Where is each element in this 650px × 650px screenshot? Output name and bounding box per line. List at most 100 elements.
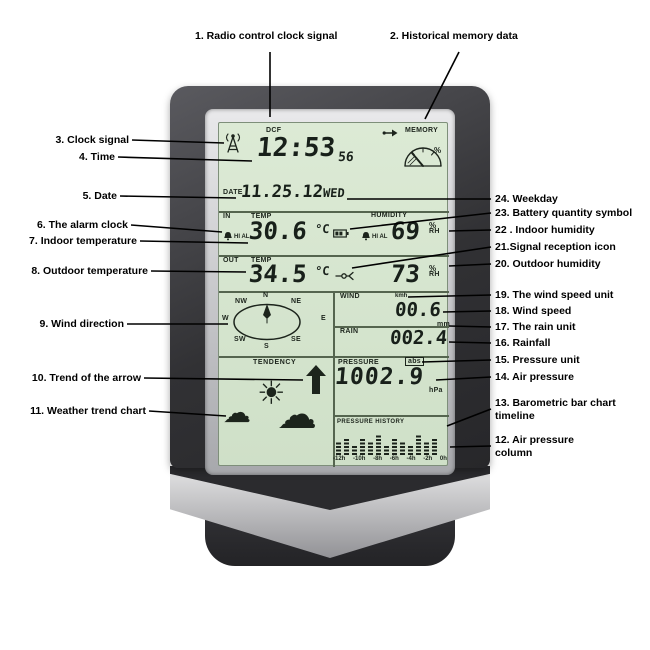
zone-in-label: IN: [223, 213, 231, 220]
callout-outdoor-humidity: 20. Outdoor humidity: [495, 258, 601, 270]
lcd-divider: [219, 211, 449, 213]
timeline-tick: -4h: [406, 456, 416, 462]
pressure-history-label: PRESSURE HISTORY: [337, 419, 405, 425]
sun-icon: ☀: [257, 374, 286, 412]
callout-air-pressure: 14. Air pressure: [495, 371, 574, 383]
pressure-bar: [408, 444, 413, 455]
callout-time: 4. Time: [79, 151, 115, 163]
callout-barometric-timeline: 13. Barometric bar chart timeline: [495, 397, 616, 422]
wind-speed-unit: kmh: [395, 293, 408, 299]
compass-nw: NW: [235, 298, 248, 305]
pressure-bar: [432, 437, 437, 455]
lcd-divider: [333, 291, 335, 356]
dcf-label: DCF: [266, 127, 282, 134]
pressure-bar: [400, 441, 405, 455]
rh-sign: RH: [429, 228, 440, 236]
compass-ne: NE: [291, 298, 302, 305]
callout-radio-control-clock-signal: 1. Radio control clock signal: [195, 30, 338, 42]
alarm-bell-icon: [224, 232, 232, 241]
callout-indoor-humidity: 22 . Indoor humidity: [495, 224, 595, 236]
callout-weekday: 24. Weekday: [495, 193, 558, 205]
callout-outdoor-temperature: 8. Outdoor temperature: [31, 265, 148, 277]
pressure-timeline: -12h -10h -8h -6h -4h -2h 0h: [333, 456, 447, 462]
seconds-value: 56: [337, 150, 355, 165]
air-pressure-value: 1002.9: [333, 364, 426, 390]
pressure-unit: hPa: [429, 387, 443, 394]
callout-rainfall: 16. Rainfall: [495, 337, 551, 349]
pressure-bar: [368, 441, 373, 455]
compass-sw: SW: [234, 336, 246, 343]
callout-trend-arrow: 10. Trend of the arrow: [31, 372, 141, 384]
lcd-divider: [333, 356, 335, 467]
pressure-label: PRESSURE: [338, 359, 379, 366]
gauge-percent-label: %: [434, 146, 442, 155]
trend-arrow-icon: [306, 365, 326, 394]
cloud-large-icon: ☁: [277, 392, 317, 438]
rainfall-value: 002.4: [389, 327, 449, 349]
date-value: 11.25.12: [240, 182, 324, 202]
callout-alarm-clock: 6. The alarm clock: [36, 219, 128, 231]
timeline-tick: -12h: [333, 456, 346, 462]
callout-pressure-unit: 15. Pressure unit: [495, 354, 580, 366]
outdoor-humidity-unit: % RH: [429, 264, 440, 279]
wind-label: WIND: [340, 293, 360, 300]
callout-battery-symbol: 23. Battery quantity symbol: [495, 207, 633, 219]
timeline-tick: -6h: [389, 456, 399, 462]
pressure-bar: [384, 444, 389, 455]
pressure-bar: [336, 441, 341, 455]
timeline-tick: -10h: [353, 456, 366, 462]
memory-label: MEMORY: [405, 127, 439, 134]
compass-e: E: [321, 315, 326, 322]
outdoor-temp-value: 34.5: [247, 260, 309, 288]
rh-sign: RH: [429, 271, 440, 279]
callout-air-pressure-column: 12. Air pressure column: [495, 434, 574, 459]
rain-label: RAIN: [340, 328, 359, 335]
alarm-hi-al-label: HI AL: [234, 234, 250, 240]
cloud-small-icon: ☁: [223, 396, 251, 429]
plug-icon: [382, 129, 398, 137]
outdoor-humidity-value: 73: [389, 260, 422, 288]
weekday-value: WED: [322, 186, 346, 200]
timeline-tick: -2h: [423, 456, 433, 462]
lcd-divider: [333, 326, 449, 328]
indoor-temp-unit: °C: [314, 222, 331, 236]
callout-date: 5. Date: [82, 190, 117, 202]
callout-wind-direction: 9. Wind direction: [39, 318, 125, 330]
timeline-tick: -8h: [373, 456, 383, 462]
lcd-display: DCF 12:53 56 MEMORY % DATE 11.25.12 WED …: [218, 122, 451, 467]
timeline-tick: 0h: [439, 456, 447, 462]
lcd-divider: [333, 415, 449, 417]
radio-tower-icon: [225, 133, 241, 153]
callout-signal-reception-icon: 21.Signal reception icon: [495, 241, 616, 253]
tendency-label: TENDENCY: [253, 359, 297, 366]
pressure-bar: [424, 441, 429, 455]
indoor-temp-value: 30.6: [247, 217, 309, 245]
pressure-bar-chart: [336, 429, 437, 455]
wind-direction-compass: [233, 303, 301, 341]
compass-s: S: [264, 343, 269, 350]
wind-speed-value: 00.6: [394, 299, 442, 321]
callout-wind-speed: 18. Wind speed: [495, 305, 572, 317]
callout-rain-unit: 17. The rain unit: [495, 321, 576, 333]
callout-wind-speed-unit: 19. The wind speed unit: [495, 289, 614, 301]
outdoor-temp-label: TEMP: [251, 257, 272, 264]
compass-n: N: [263, 292, 269, 299]
callout-indoor-temperature: 7. Indoor temperature: [29, 235, 137, 247]
humidity-hi-al-label: HI AL: [372, 234, 388, 240]
zone-out-label: OUT: [223, 257, 239, 264]
date-label: DATE: [223, 189, 243, 196]
pressure-bar: [392, 437, 397, 455]
callout-historical-memory-data: 2. Historical memory data: [390, 30, 518, 42]
compass-w: W: [222, 315, 229, 322]
signal-reception-icon: [335, 271, 354, 281]
pressure-bar: [416, 434, 421, 455]
rain-unit: mm: [437, 321, 451, 328]
compass-se: SE: [291, 336, 301, 343]
time-value: 12:53: [255, 133, 337, 163]
battery-icon: [333, 229, 349, 238]
pressure-bar: [344, 437, 349, 455]
indoor-humidity-unit: % RH: [429, 221, 440, 236]
indoor-humidity-value: 69: [389, 217, 422, 245]
humidity-alarm-bell-icon: [362, 232, 370, 241]
